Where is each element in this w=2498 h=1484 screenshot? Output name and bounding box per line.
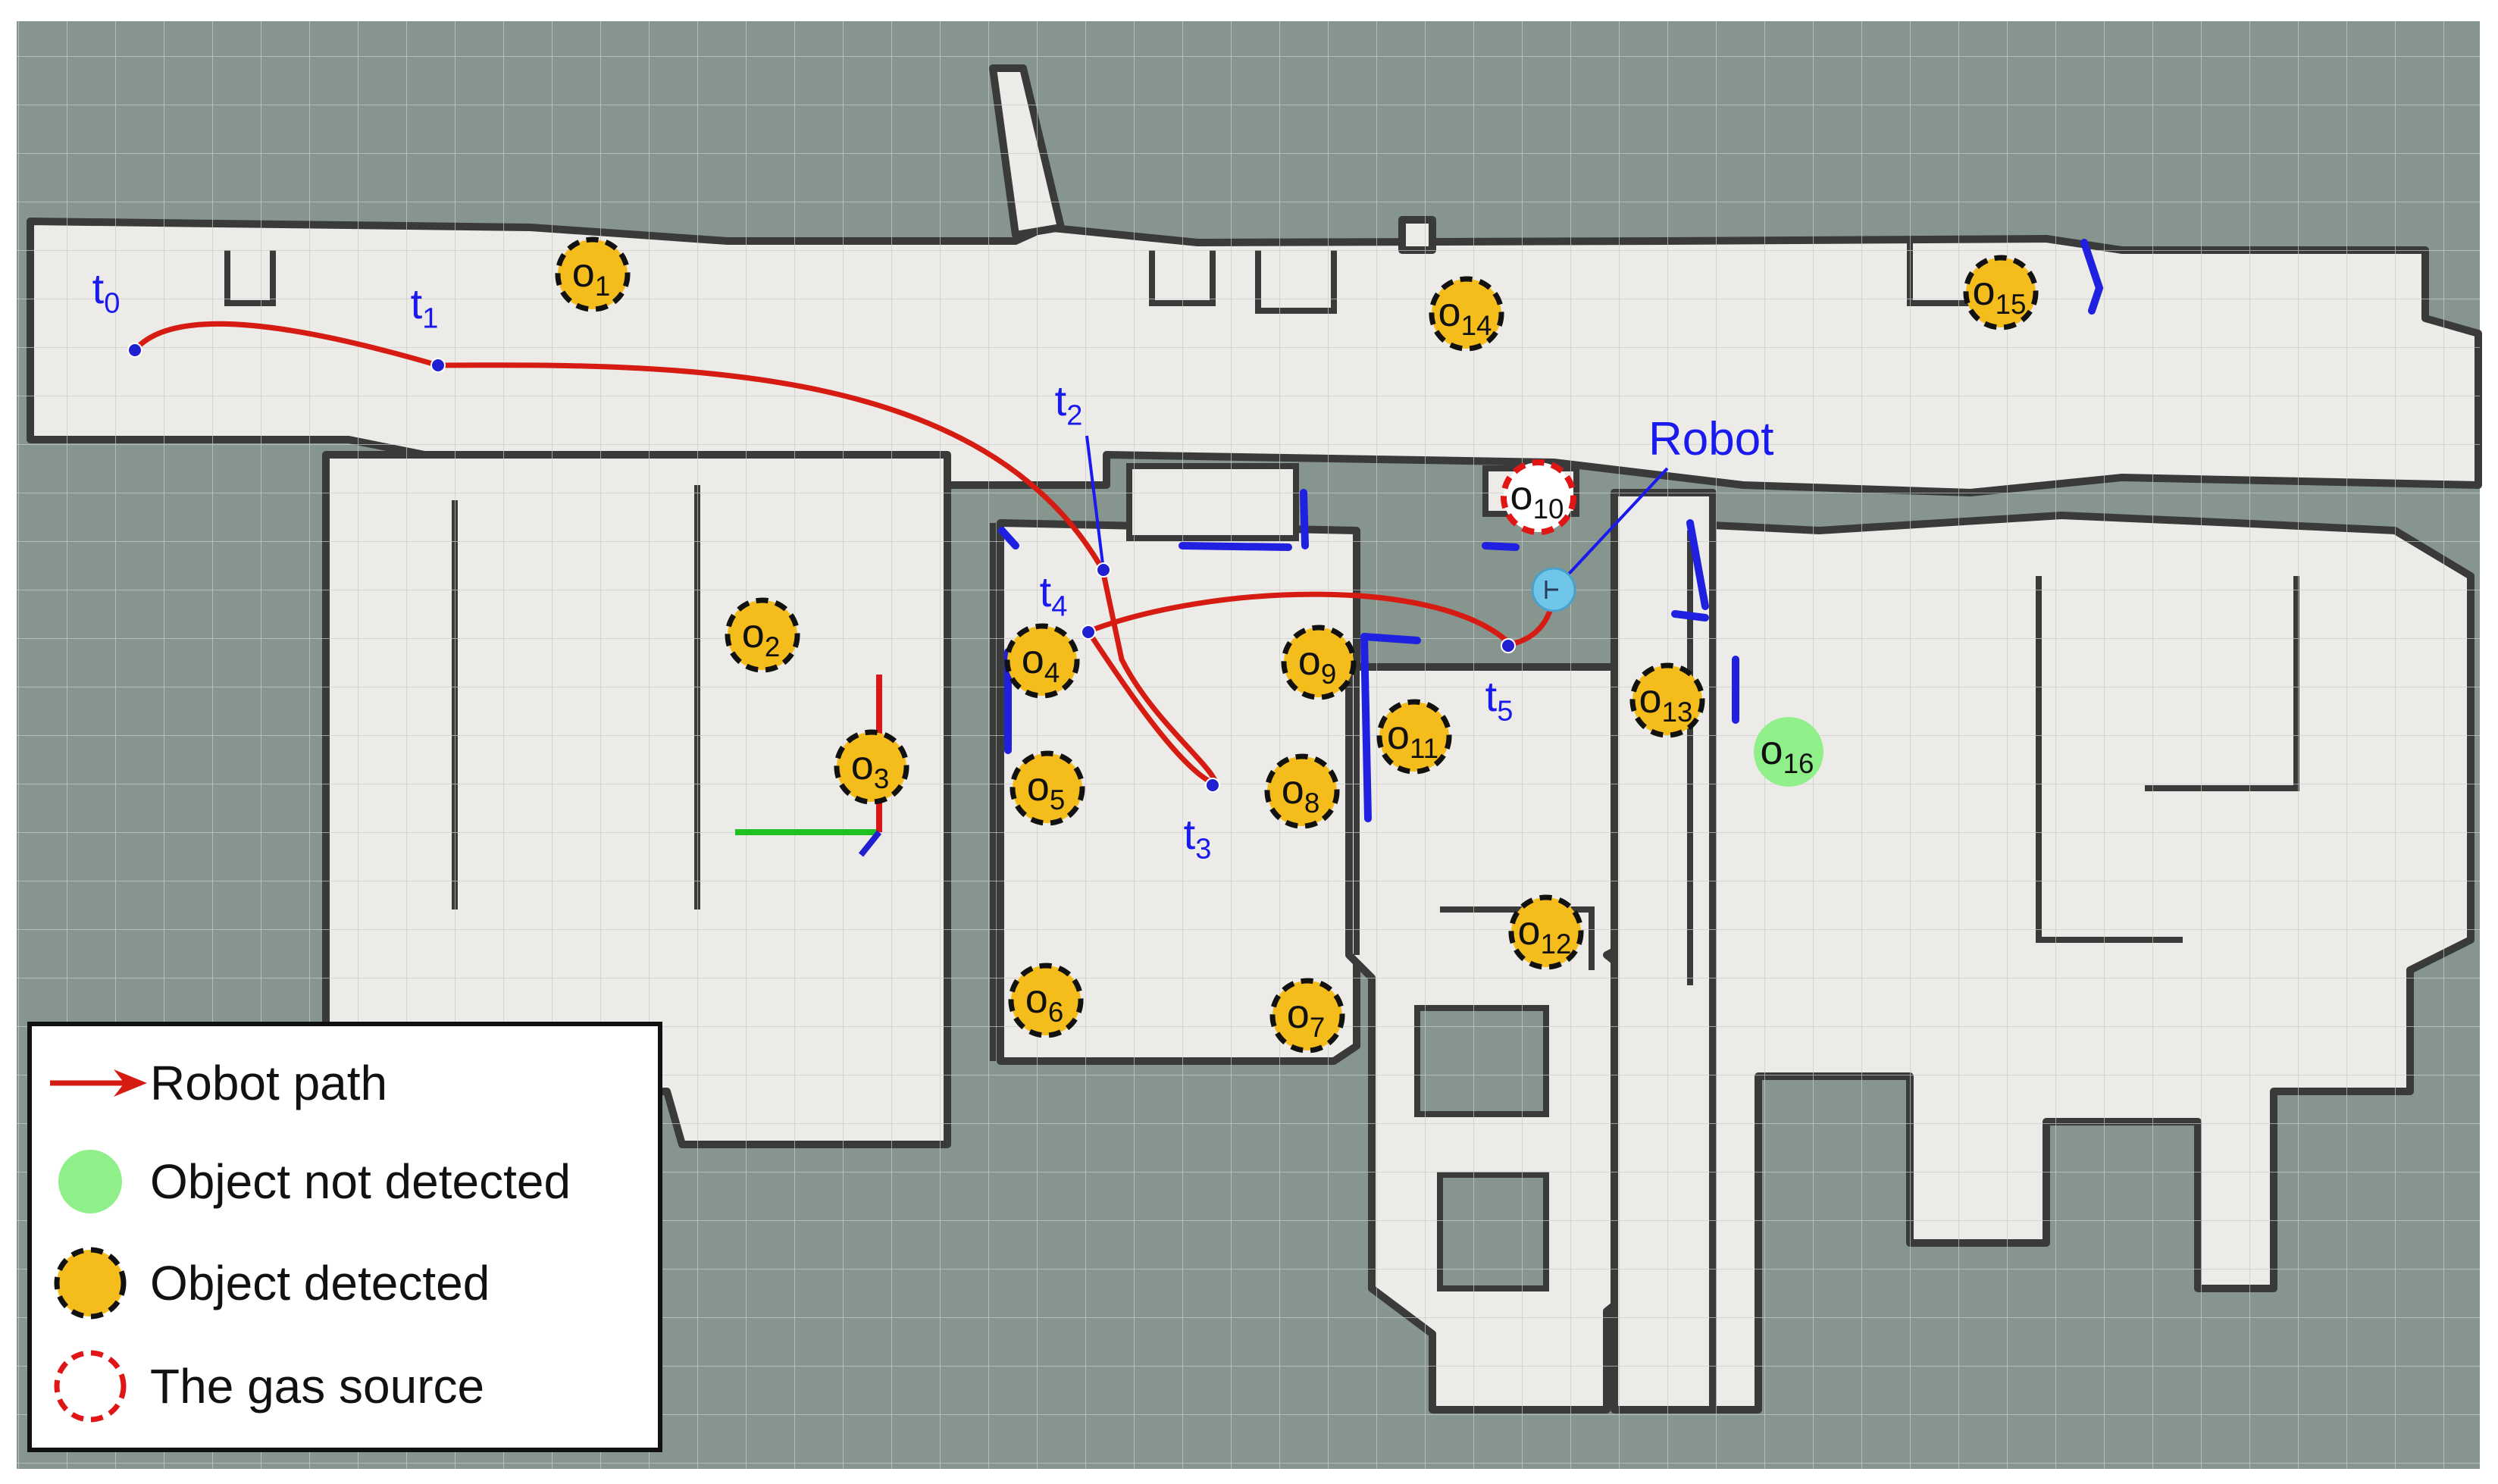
gas-source-icon bbox=[54, 1350, 127, 1423]
object-o4: o4 bbox=[1004, 623, 1080, 699]
legend-row-robot-path: Robot path bbox=[32, 1041, 658, 1125]
object-marker-o12 bbox=[1508, 894, 1584, 970]
object-label-o12: o12 bbox=[1518, 908, 1572, 960]
object-o3: o3 bbox=[834, 729, 909, 805]
waypoints: t0 t1 t2 t3 t4 t5 bbox=[92, 265, 1516, 865]
object-o13: o13 bbox=[1629, 662, 1705, 738]
waypoint-marker-t3 bbox=[1205, 778, 1220, 793]
object-label-o5: o5 bbox=[1027, 764, 1065, 816]
object-label-o2: o2 bbox=[742, 611, 780, 662]
object-marker-o10 bbox=[1501, 459, 1576, 535]
legend-not-detected-label: Object not detected bbox=[150, 1154, 571, 1209]
object-marker-o15 bbox=[1963, 255, 2039, 330]
object-marker-o16 bbox=[1754, 717, 1823, 787]
waypoint-label-t5: t5 bbox=[1485, 672, 1514, 727]
waypoint-label-t2: t2 bbox=[1055, 377, 1083, 431]
waypoint-marker-t0 bbox=[127, 343, 142, 358]
object-o15: o15 bbox=[1963, 255, 2039, 330]
object-o14: o14 bbox=[1429, 276, 1504, 352]
object-o5: o5 bbox=[1010, 750, 1085, 826]
legend: Robot path Object not detected Object de… bbox=[27, 1022, 662, 1452]
object-marker-o14 bbox=[1429, 276, 1504, 352]
object-marker-o8 bbox=[1264, 753, 1340, 829]
legend-detected-label: Object detected bbox=[150, 1256, 490, 1310]
object-o1: o1 bbox=[555, 236, 631, 312]
object-marker-o2 bbox=[725, 597, 800, 673]
robot-label: Robot bbox=[1648, 413, 1773, 465]
waypoint-marker-t5 bbox=[1501, 638, 1516, 653]
object-marker-o4 bbox=[1004, 623, 1080, 699]
legend-row-gas-source: The gas source bbox=[32, 1345, 658, 1428]
object-label-o6: o6 bbox=[1025, 976, 1063, 1028]
object-marker-o6 bbox=[1008, 963, 1084, 1038]
object-label-o3: o3 bbox=[851, 743, 889, 794]
object-o9: o9 bbox=[1281, 625, 1357, 700]
object-label-o10: o10 bbox=[1510, 473, 1564, 524]
object-label-o1: o1 bbox=[572, 250, 610, 302]
object-marker-o5 bbox=[1010, 750, 1085, 826]
robot-marker bbox=[1531, 567, 1576, 612]
object-o11: o11 bbox=[1376, 699, 1452, 775]
object-marker-o9 bbox=[1281, 625, 1357, 700]
object-label-o7: o7 bbox=[1287, 991, 1325, 1043]
legend-robot-path-label: Robot path bbox=[150, 1056, 388, 1110]
not-detected-icon bbox=[58, 1150, 122, 1213]
object-o12: o12 bbox=[1508, 894, 1584, 970]
legend-gas-source-label: The gas source bbox=[150, 1359, 485, 1414]
object-o6: o6 bbox=[1008, 963, 1084, 1038]
object-label-o15: o15 bbox=[1973, 268, 2027, 320]
object-marker-o7 bbox=[1269, 978, 1345, 1054]
waypoint-label-t4: t4 bbox=[1040, 568, 1068, 622]
object-marker-o3 bbox=[834, 729, 909, 805]
t2-pointer bbox=[1085, 435, 1105, 571]
object-o8: o8 bbox=[1264, 753, 1340, 829]
object-label-o9: o9 bbox=[1298, 638, 1336, 690]
detected-icon bbox=[54, 1247, 127, 1320]
object-o7: o7 bbox=[1269, 978, 1345, 1054]
objects: o1 o2 o3 o4 o5 o6 o7 o8 o9 o10 o11 o12 o13 o14 o15 o16 bbox=[555, 236, 2039, 1054]
object-marker-o1 bbox=[555, 236, 631, 312]
robot-pointer bbox=[1558, 467, 1669, 585]
object-label-o4: o4 bbox=[1022, 637, 1060, 688]
waypoint-label-t3: t3 bbox=[1184, 810, 1212, 865]
object-o10: o10 bbox=[1501, 459, 1576, 535]
object-o16: o16 bbox=[1754, 717, 1823, 787]
path-arrow-icon bbox=[50, 1069, 147, 1097]
legend-row-not-detected: Object not detected bbox=[32, 1140, 658, 1223]
waypoint-label-t1: t1 bbox=[411, 280, 439, 334]
waypoint-marker-t4 bbox=[1081, 625, 1096, 640]
object-o2: o2 bbox=[725, 597, 800, 673]
waypoint-label-t0: t0 bbox=[92, 265, 121, 319]
waypoint-marker-t2 bbox=[1096, 562, 1111, 578]
legend-row-detected: Object detected bbox=[32, 1241, 658, 1325]
object-label-o13: o13 bbox=[1639, 676, 1693, 728]
waypoint-marker-t1 bbox=[430, 358, 446, 373]
object-label-o11: o11 bbox=[1387, 712, 1438, 764]
object-label-o14: o14 bbox=[1438, 290, 1492, 341]
object-label-o16: o16 bbox=[1761, 728, 1814, 779]
object-label-o8: o8 bbox=[1282, 767, 1319, 819]
object-marker-o11 bbox=[1376, 699, 1452, 775]
object-marker-o13 bbox=[1629, 662, 1705, 738]
